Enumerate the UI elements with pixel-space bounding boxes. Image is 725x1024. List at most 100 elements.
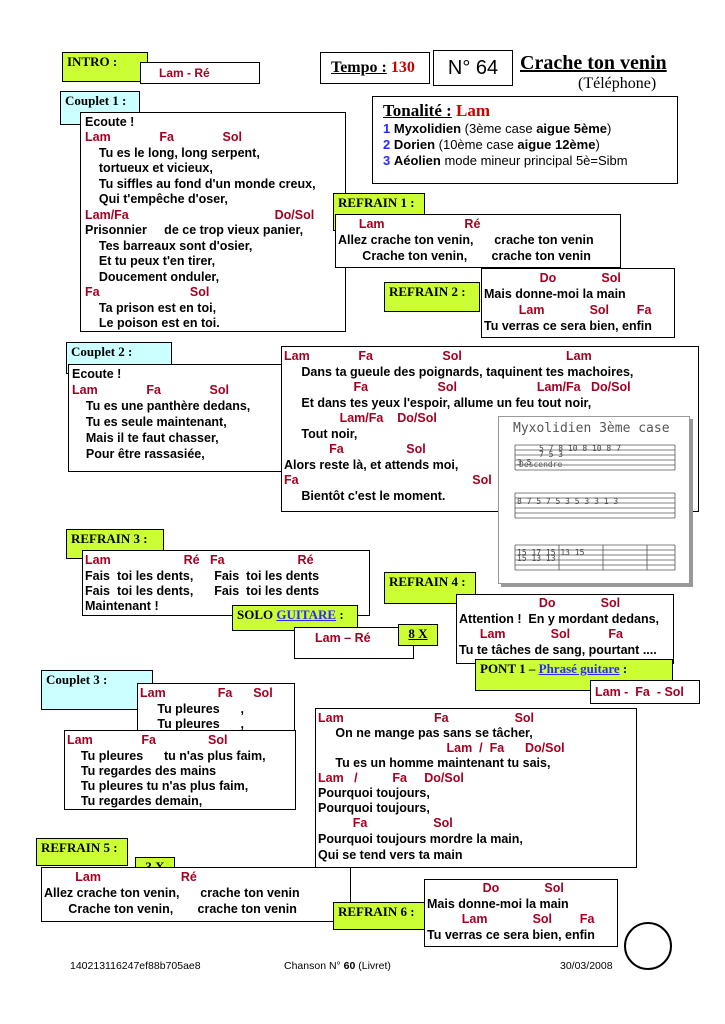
couplet3-line: Tu pleures ,: [140, 702, 244, 716]
song-title: Crache ton venin: [520, 52, 667, 74]
couplet3b-line: Pourquoi toujours,: [318, 801, 430, 815]
svg-text:7 5 3: 7 5 3: [539, 450, 563, 459]
couplet1-line: Prisonnier de ce trop vieux panier,: [85, 223, 304, 237]
refrain1-line: Allez crache ton venin, crache ton venin: [338, 233, 594, 247]
refrain2-line: Tu verras ce sera bien, enfin: [484, 319, 652, 333]
couplet2b-chords: Lam/Fa Do/Sol: [284, 411, 437, 425]
couplet2-line: Ecoute !: [72, 367, 122, 381]
tempo-value: 130: [390, 59, 415, 76]
refrain3-line: Fais toi les dents, Fais toi les dents: [85, 569, 320, 583]
mode-2: 2 Dorien (10ème case aigue 12ème): [383, 137, 600, 152]
couplet1-line: Doucement onduler,: [85, 270, 220, 284]
couplet3b-chords: Lam / Fa Do/Sol: [318, 741, 565, 755]
solo-chords: Lam – Ré: [294, 627, 414, 659]
refrain5-box: Lam Ré Allez crache ton venin, crache to…: [41, 867, 351, 922]
svg-text:8 7 5 7 5 3 5 3 3 1 3: 8 7 5 7 5 3 5 3 3 1 3: [517, 497, 618, 506]
couplet3b-box: Lam Fa Sol On ne mange pas sans se tâche…: [315, 708, 637, 868]
svg-text:5 7 8 10 8 10 8 7: 5 7 8 10 8 10 8 7: [539, 444, 621, 453]
couplet2-line: Tu es seule maintenant,: [72, 415, 227, 429]
couplet3-box-b: Lam Fa Sol Tu pleures tu n'as plus faim,…: [64, 730, 296, 810]
refrain1-line: Crache ton venin, crache ton venin: [338, 249, 591, 263]
tonalite-box: Tonalité : Lam 1 Myxolidien (3ème case a…: [372, 96, 678, 184]
couplet2-line: Mais il te faut chasser,: [72, 431, 219, 445]
intro-label: INTRO :: [62, 52, 148, 82]
tab-title: Myxolidien 3ème case: [513, 421, 670, 436]
refrain6-chords: Lam Sol Fa: [427, 912, 595, 926]
couplet3b-line: Pourquoi toujours mordre la main,: [318, 832, 523, 846]
couplet2-line: Tu es une panthère dedans,: [72, 399, 251, 413]
refrain6-chords: Do Sol: [427, 881, 564, 895]
refrain3-chords: Lam Ré Fa Ré: [85, 553, 314, 567]
footer-chanson: Chanson N° 60 (Livret): [284, 960, 391, 972]
couplet2b-chords: Fa Sol: [284, 473, 492, 487]
couplet1-chords: Fa Sol: [85, 285, 210, 299]
couplet1-chords: Lam Fa Sol: [85, 130, 242, 144]
couplet2b-line: Alors reste là, et attends moi,: [284, 458, 459, 472]
svg-text:15 17 15 13 15: 15 17 15 13 15: [517, 548, 585, 557]
tab-staves: 5 7 8 10 8 10 8 7 7 5 3 3 5 8 7 5 7 5 3 …: [514, 444, 676, 571]
couplet1-line: Ecoute !: [85, 115, 135, 129]
couplet3b-line: Tu es un homme maintenant tu sais,: [318, 756, 551, 770]
couplet1-line: Tes barreaux sont d'osier,: [85, 239, 253, 253]
couplet2-box: Ecoute ! Lam Fa Sol Tu es une panthère d…: [68, 364, 282, 472]
couplet3-line: Tu regardes demain,: [67, 794, 203, 808]
couplet3b-chords: Fa Sol: [318, 816, 453, 830]
couplet2-line: Pour être rassasiée,: [72, 447, 205, 461]
couplet2-chords: Lam Fa Sol: [72, 383, 229, 397]
couplet1-line: Qui t'empêche d'oser,: [85, 192, 228, 206]
couplet3-box-a: Lam Fa Sol Tu pleures , Tu pleures ,: [137, 683, 295, 733]
couplet2b-chords: Lam Fa Sol Lam: [284, 349, 592, 363]
couplet3b-chords: Lam Fa Sol: [318, 711, 535, 725]
couplet3-chords: Lam Fa Sol: [140, 686, 273, 700]
mode-1: 1 Myxolidien (3ème case aigue 5ème): [383, 121, 612, 136]
pont-chords: Lam - Fa - Sol: [590, 680, 700, 704]
refrain2-box: Do Sol Mais donne-moi la main Lam Sol Fa…: [481, 268, 675, 338]
footer-date: 30/03/2008: [560, 960, 613, 972]
couplet2b-line: Bientôt c'est le moment.: [284, 489, 446, 503]
couplet3-line: Tu regardes des mains: [67, 764, 217, 778]
refrain2-label: REFRAIN 2 :: [384, 282, 480, 312]
refrain5-chords: Lam Ré: [44, 870, 197, 884]
couplet2b-chords: Fa Sol Lam/Fa Do/Sol: [284, 380, 631, 394]
refrain4-line: Attention ! En y mordant dedans,: [459, 612, 660, 626]
couplet2b-line: Tout noir,: [284, 427, 358, 441]
refrain2-line: Mais donne-moi la main: [484, 287, 626, 301]
couplet2b-line: Et dans tes yeux l'espoir, allume un feu…: [284, 396, 592, 410]
refrain1-box: Lam Ré Allez crache ton venin, crache to…: [335, 214, 621, 268]
refrain3-line: Maintenant !: [85, 599, 159, 613]
couplet1-line: Le poison est en toi.: [85, 316, 220, 330]
refrain5-label: REFRAIN 5 :: [36, 838, 128, 866]
svg-text:3 5: 3 5: [517, 458, 532, 467]
song-artist: (Téléphone): [578, 75, 657, 92]
couplet1-line: Ta prison est en toi,: [85, 301, 217, 315]
mode-3: 3 Aéolien mode mineur principal 5è=Sibm: [383, 153, 628, 168]
couplet1-line: tortueux et vicieux,: [85, 161, 213, 175]
couplet1-box: Ecoute ! Lam Fa Sol Tu es le long, long …: [80, 112, 346, 332]
refrain5-line: Crache ton venin, crache ton venin: [44, 902, 297, 916]
refrain4-box: Do Sol Attention ! En y mordant dedans, …: [456, 594, 674, 664]
footer-id: 140213116247ef88b705ae8: [70, 960, 201, 972]
intro-chords: Lam - Ré: [140, 62, 260, 84]
couplet3-line: Tu pleures tu n'as plus faim,: [67, 779, 249, 793]
couplet3b-line: Qui se tend vers ta main: [318, 848, 463, 862]
couplet3-line: Tu pleures tu n'as plus faim,: [67, 749, 266, 763]
couplet1-line: Tu es le long, long serpent,: [85, 146, 260, 160]
couplet3-line: Tu pleures ,: [140, 717, 244, 731]
couplet1-chords: Lam/Fa Do/Sol: [85, 208, 315, 222]
couplet3-chords: Lam Fa Sol: [67, 733, 228, 747]
refrain3-line: Fais toi les dents, Fais toi les dents: [85, 584, 320, 598]
tempo-label: Tempo :: [331, 59, 387, 76]
refrain2-chords: Lam Sol Fa: [484, 303, 652, 317]
refrain6-label: REFRAIN 6 :: [333, 902, 425, 930]
tab-note: Descendre: [519, 460, 563, 469]
couplet3b-line: Pourquoi toujours,: [318, 786, 430, 800]
refrain4-chords: Lam Sol Fa: [459, 627, 623, 641]
refrain6-line: Mais donne-moi la main: [427, 897, 569, 911]
couplet1-line: Tu siffles au fond d'un monde creux,: [85, 177, 316, 191]
tempo-box: Tempo : 130: [320, 52, 430, 84]
couplet1-line: Et tu peux t'en tirer,: [85, 254, 216, 268]
refrain6-box: Do Sol Mais donne-moi la main Lam Sol Fa…: [424, 879, 618, 947]
couplet3b-chords: Lam / Fa Do/Sol: [318, 771, 464, 785]
refrain5-line: Allez crache ton venin, crache ton venin: [44, 886, 300, 900]
couplet3-label: Couplet 3 :: [41, 670, 153, 710]
